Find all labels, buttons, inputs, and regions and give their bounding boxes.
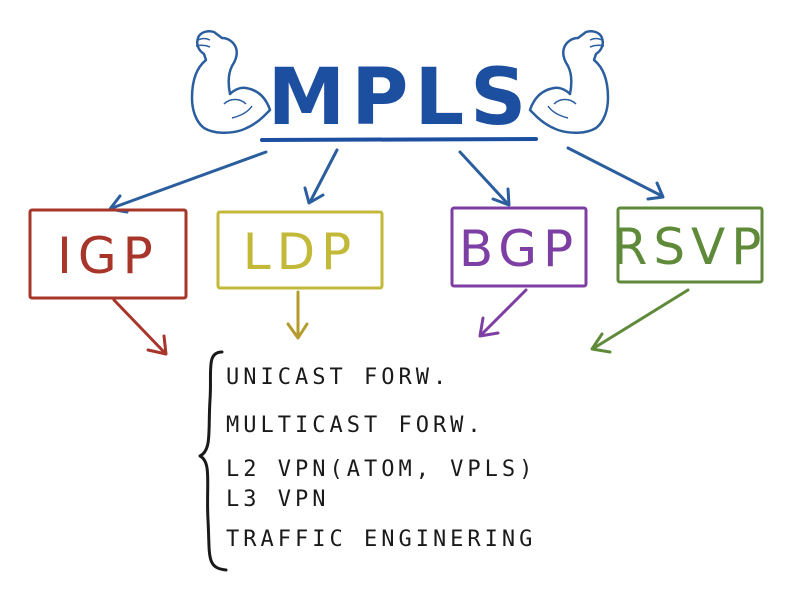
- arrow-ldp-to-list-head: [286, 322, 309, 340]
- arrow-to-bgp: [458, 150, 510, 206]
- protocol-box-ldp: LDP: [216, 210, 384, 290]
- protocol-to-list-arrows: [112, 288, 690, 356]
- protocol-label-bgp: BGP: [459, 220, 579, 278]
- arrow-bgp-to-list-head: [478, 316, 500, 338]
- list-item: UNICAST FORW.: [226, 365, 450, 390]
- protocol-label-rsvp: RSVP: [613, 218, 768, 276]
- arrow-rsvp-to-list-head: [590, 332, 612, 354]
- curly-brace: [198, 350, 228, 572]
- protocol-box-rsvp: RSVP: [613, 206, 768, 284]
- application-list: UNICAST FORW. MULTICAST FORW. L2 VPN(ATO…: [226, 365, 536, 552]
- flexed-biceps-icon: [528, 30, 610, 134]
- arrow-bgp-to-list: [480, 288, 528, 336]
- protocol-label-ldp: LDP: [243, 223, 358, 281]
- title-to-protocol-arrows: [108, 146, 665, 214]
- arrow-igp-to-list-head: [146, 334, 168, 356]
- arrow-to-igp: [110, 150, 268, 210]
- list-item: L3 VPN: [226, 487, 329, 512]
- arrow-igp-to-list: [112, 298, 166, 354]
- arrow-to-bgp-head: [491, 187, 511, 207]
- arrow-to-ldp: [308, 148, 339, 204]
- flexed-biceps-icon: [190, 30, 272, 134]
- arrow-to-rsvp-head: [646, 181, 665, 201]
- protocol-box-igp: IGP: [28, 208, 188, 300]
- diagram-title: MPLS: [268, 53, 533, 143]
- protocol-label-igp: IGP: [57, 227, 159, 285]
- arrow-rsvp-to-list: [592, 288, 690, 350]
- title-underline: [260, 137, 538, 142]
- protocol-box-bgp: BGP: [450, 206, 588, 288]
- list-item: L2 VPN(ATOM, VPLS): [226, 457, 536, 482]
- list-item: TRAFFIC ENGINERING: [226, 527, 536, 552]
- list-item: MULTICAST FORW.: [226, 413, 485, 438]
- arrow-to-ldp-head: [303, 186, 325, 205]
- arrow-to-rsvp: [566, 146, 664, 198]
